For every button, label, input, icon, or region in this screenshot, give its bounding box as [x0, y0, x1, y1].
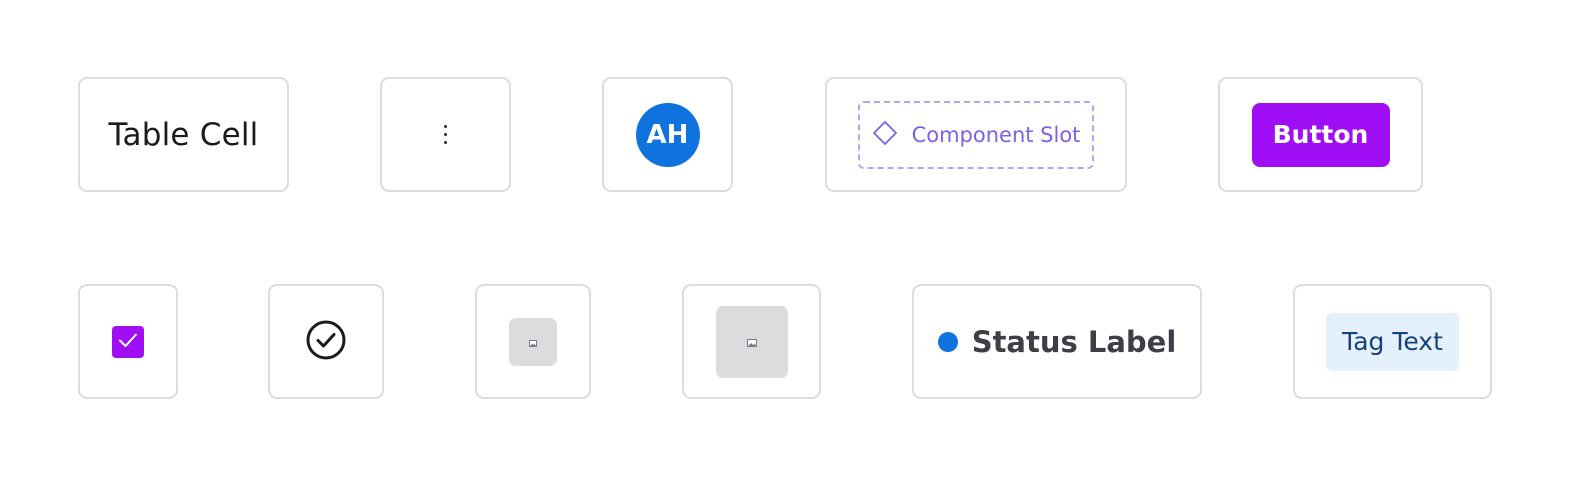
status-card: Status Label	[912, 284, 1202, 399]
status-dot	[937, 331, 958, 352]
status-indicator: Status Label	[937, 324, 1177, 359]
check-circle-card	[268, 284, 384, 399]
tag: Tag Text	[1326, 312, 1459, 371]
checkbox[interactable]	[112, 325, 144, 358]
checkmark-icon	[117, 329, 139, 355]
component-slot: Component Slot	[858, 100, 1094, 169]
status-label: Status Label	[971, 324, 1177, 359]
table-cell-card: Table Cell	[78, 77, 289, 192]
component-slot-label: Component Slot	[911, 122, 1081, 147]
table-cell-text: Table Cell	[108, 116, 259, 153]
image-placeholder-icon	[529, 332, 537, 351]
diamond-icon	[872, 120, 898, 150]
kebab-menu-icon[interactable]	[444, 125, 447, 144]
avatar: AH	[635, 102, 700, 167]
button-card: Button	[1218, 77, 1423, 192]
avatar-card: AH	[602, 77, 733, 192]
menu-card	[380, 77, 511, 192]
image-medium-card	[682, 284, 821, 399]
checkbox-card	[78, 284, 178, 399]
tag-card: Tag Text	[1293, 284, 1492, 399]
primary-button[interactable]: Button	[1251, 102, 1390, 167]
image-small-card	[475, 284, 591, 399]
check-circle-icon	[305, 319, 347, 365]
image-placeholder-icon	[746, 332, 757, 351]
component-slot-card: Component Slot	[825, 77, 1127, 192]
image-placeholder-small	[509, 317, 557, 366]
image-placeholder-medium	[715, 305, 788, 378]
